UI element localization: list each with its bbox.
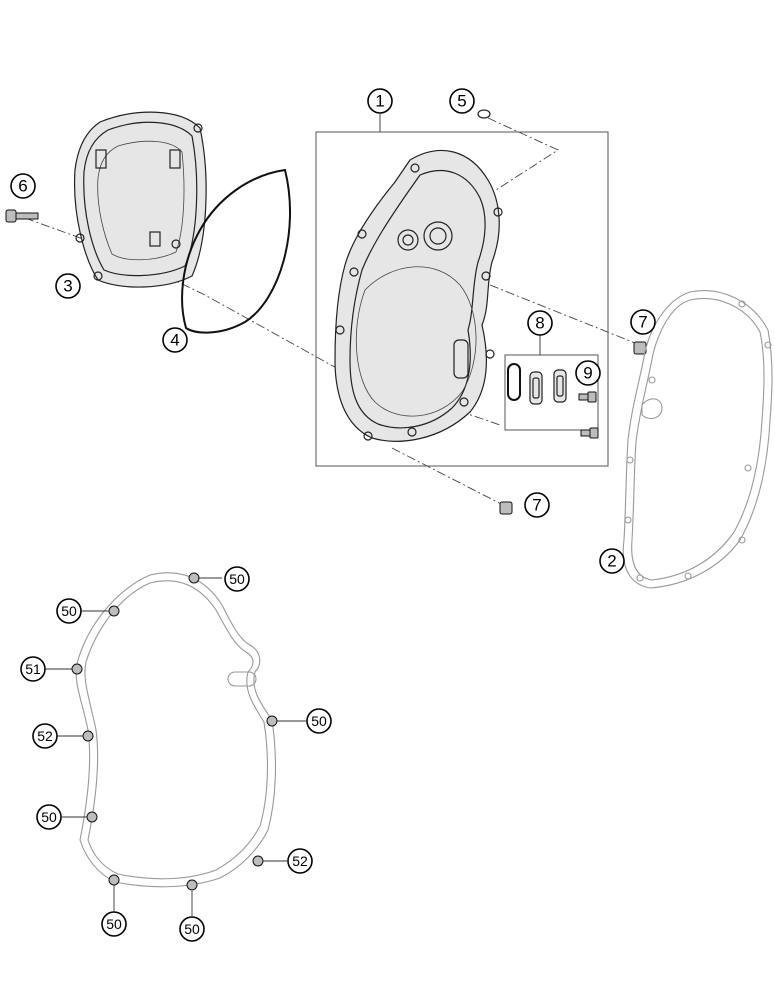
callout-g4: 50 bbox=[306, 708, 332, 734]
callout-7-lower: 7 bbox=[524, 492, 550, 518]
bolt-positions bbox=[71, 572, 278, 891]
callout-4: 4 bbox=[162, 327, 188, 353]
cover-o-ring-gasket[interactable] bbox=[181, 168, 292, 334]
leader-lines bbox=[46, 114, 541, 916]
screw-9[interactable] bbox=[578, 391, 599, 439]
callout-g5: 52 bbox=[32, 723, 58, 749]
cover-gasket[interactable] bbox=[622, 290, 773, 589]
callout-5-label: 5 bbox=[457, 92, 466, 111]
bolt-g8 bbox=[108, 874, 120, 886]
bolt-g9 bbox=[186, 879, 198, 891]
washer-5[interactable] bbox=[477, 109, 491, 119]
callout-g6: 50 bbox=[36, 804, 62, 830]
callout-g3-label: 51 bbox=[25, 661, 41, 677]
callout-g7-label: 52 bbox=[292, 853, 308, 869]
callout-1: 1 bbox=[367, 88, 393, 114]
callout-g9: 50 bbox=[179, 916, 205, 942]
assembly-axes bbox=[24, 117, 641, 507]
callout-g1-label: 50 bbox=[229, 571, 245, 587]
bolt-g6 bbox=[86, 811, 98, 823]
callout-5: 5 bbox=[449, 88, 475, 114]
callout-7-lower-label: 7 bbox=[532, 496, 541, 515]
bolt-g2 bbox=[108, 605, 120, 617]
assembly-box-8 bbox=[504, 354, 599, 431]
ignition-cover[interactable] bbox=[334, 149, 503, 442]
callout-6: 6 bbox=[10, 173, 36, 199]
callout-2: 2 bbox=[599, 548, 625, 574]
callout-g3: 51 bbox=[20, 656, 46, 682]
bolt-g7 bbox=[252, 855, 264, 867]
callout-g8-label: 50 bbox=[106, 916, 122, 932]
callout-g4-label: 50 bbox=[311, 713, 327, 729]
bolt-g4 bbox=[266, 715, 278, 727]
callout-4-label: 4 bbox=[170, 331, 179, 350]
callout-g1: 50 bbox=[224, 566, 250, 592]
assembly-box-1 bbox=[315, 131, 609, 467]
callout-8-label: 8 bbox=[535, 314, 544, 333]
callout-g6-label: 50 bbox=[41, 809, 57, 825]
callout-7-upper: 7 bbox=[630, 309, 656, 335]
callout-g7: 52 bbox=[287, 848, 313, 874]
callout-9-label: 9 bbox=[583, 364, 592, 383]
callout-8: 8 bbox=[527, 310, 553, 336]
callout-6-label: 6 bbox=[18, 177, 27, 196]
callout-g2: 50 bbox=[56, 598, 82, 624]
oil-level-window-kit[interactable] bbox=[507, 363, 567, 405]
callout-1-label: 1 bbox=[375, 92, 384, 111]
callout-g9-label: 50 bbox=[184, 921, 200, 937]
callout-3-label: 3 bbox=[63, 277, 72, 296]
callout-2-label: 2 bbox=[607, 552, 616, 571]
callout-7-upper-label: 7 bbox=[638, 313, 647, 332]
bolt-g5 bbox=[82, 730, 94, 742]
callout-g8: 50 bbox=[101, 911, 127, 937]
callout-9: 9 bbox=[575, 360, 601, 386]
dowel-pin-lower[interactable] bbox=[499, 501, 513, 515]
gasket-bolt-layout bbox=[75, 572, 277, 888]
callout-g5-label: 52 bbox=[37, 728, 53, 744]
callout-g2-label: 50 bbox=[61, 603, 77, 619]
screw-6[interactable] bbox=[5, 209, 39, 223]
bolt-g3 bbox=[71, 663, 83, 675]
callout-3: 3 bbox=[55, 273, 81, 299]
bolt-g1 bbox=[188, 572, 200, 584]
dowel-pin-upper[interactable] bbox=[633, 341, 647, 355]
clutch-cover[interactable] bbox=[73, 111, 207, 288]
